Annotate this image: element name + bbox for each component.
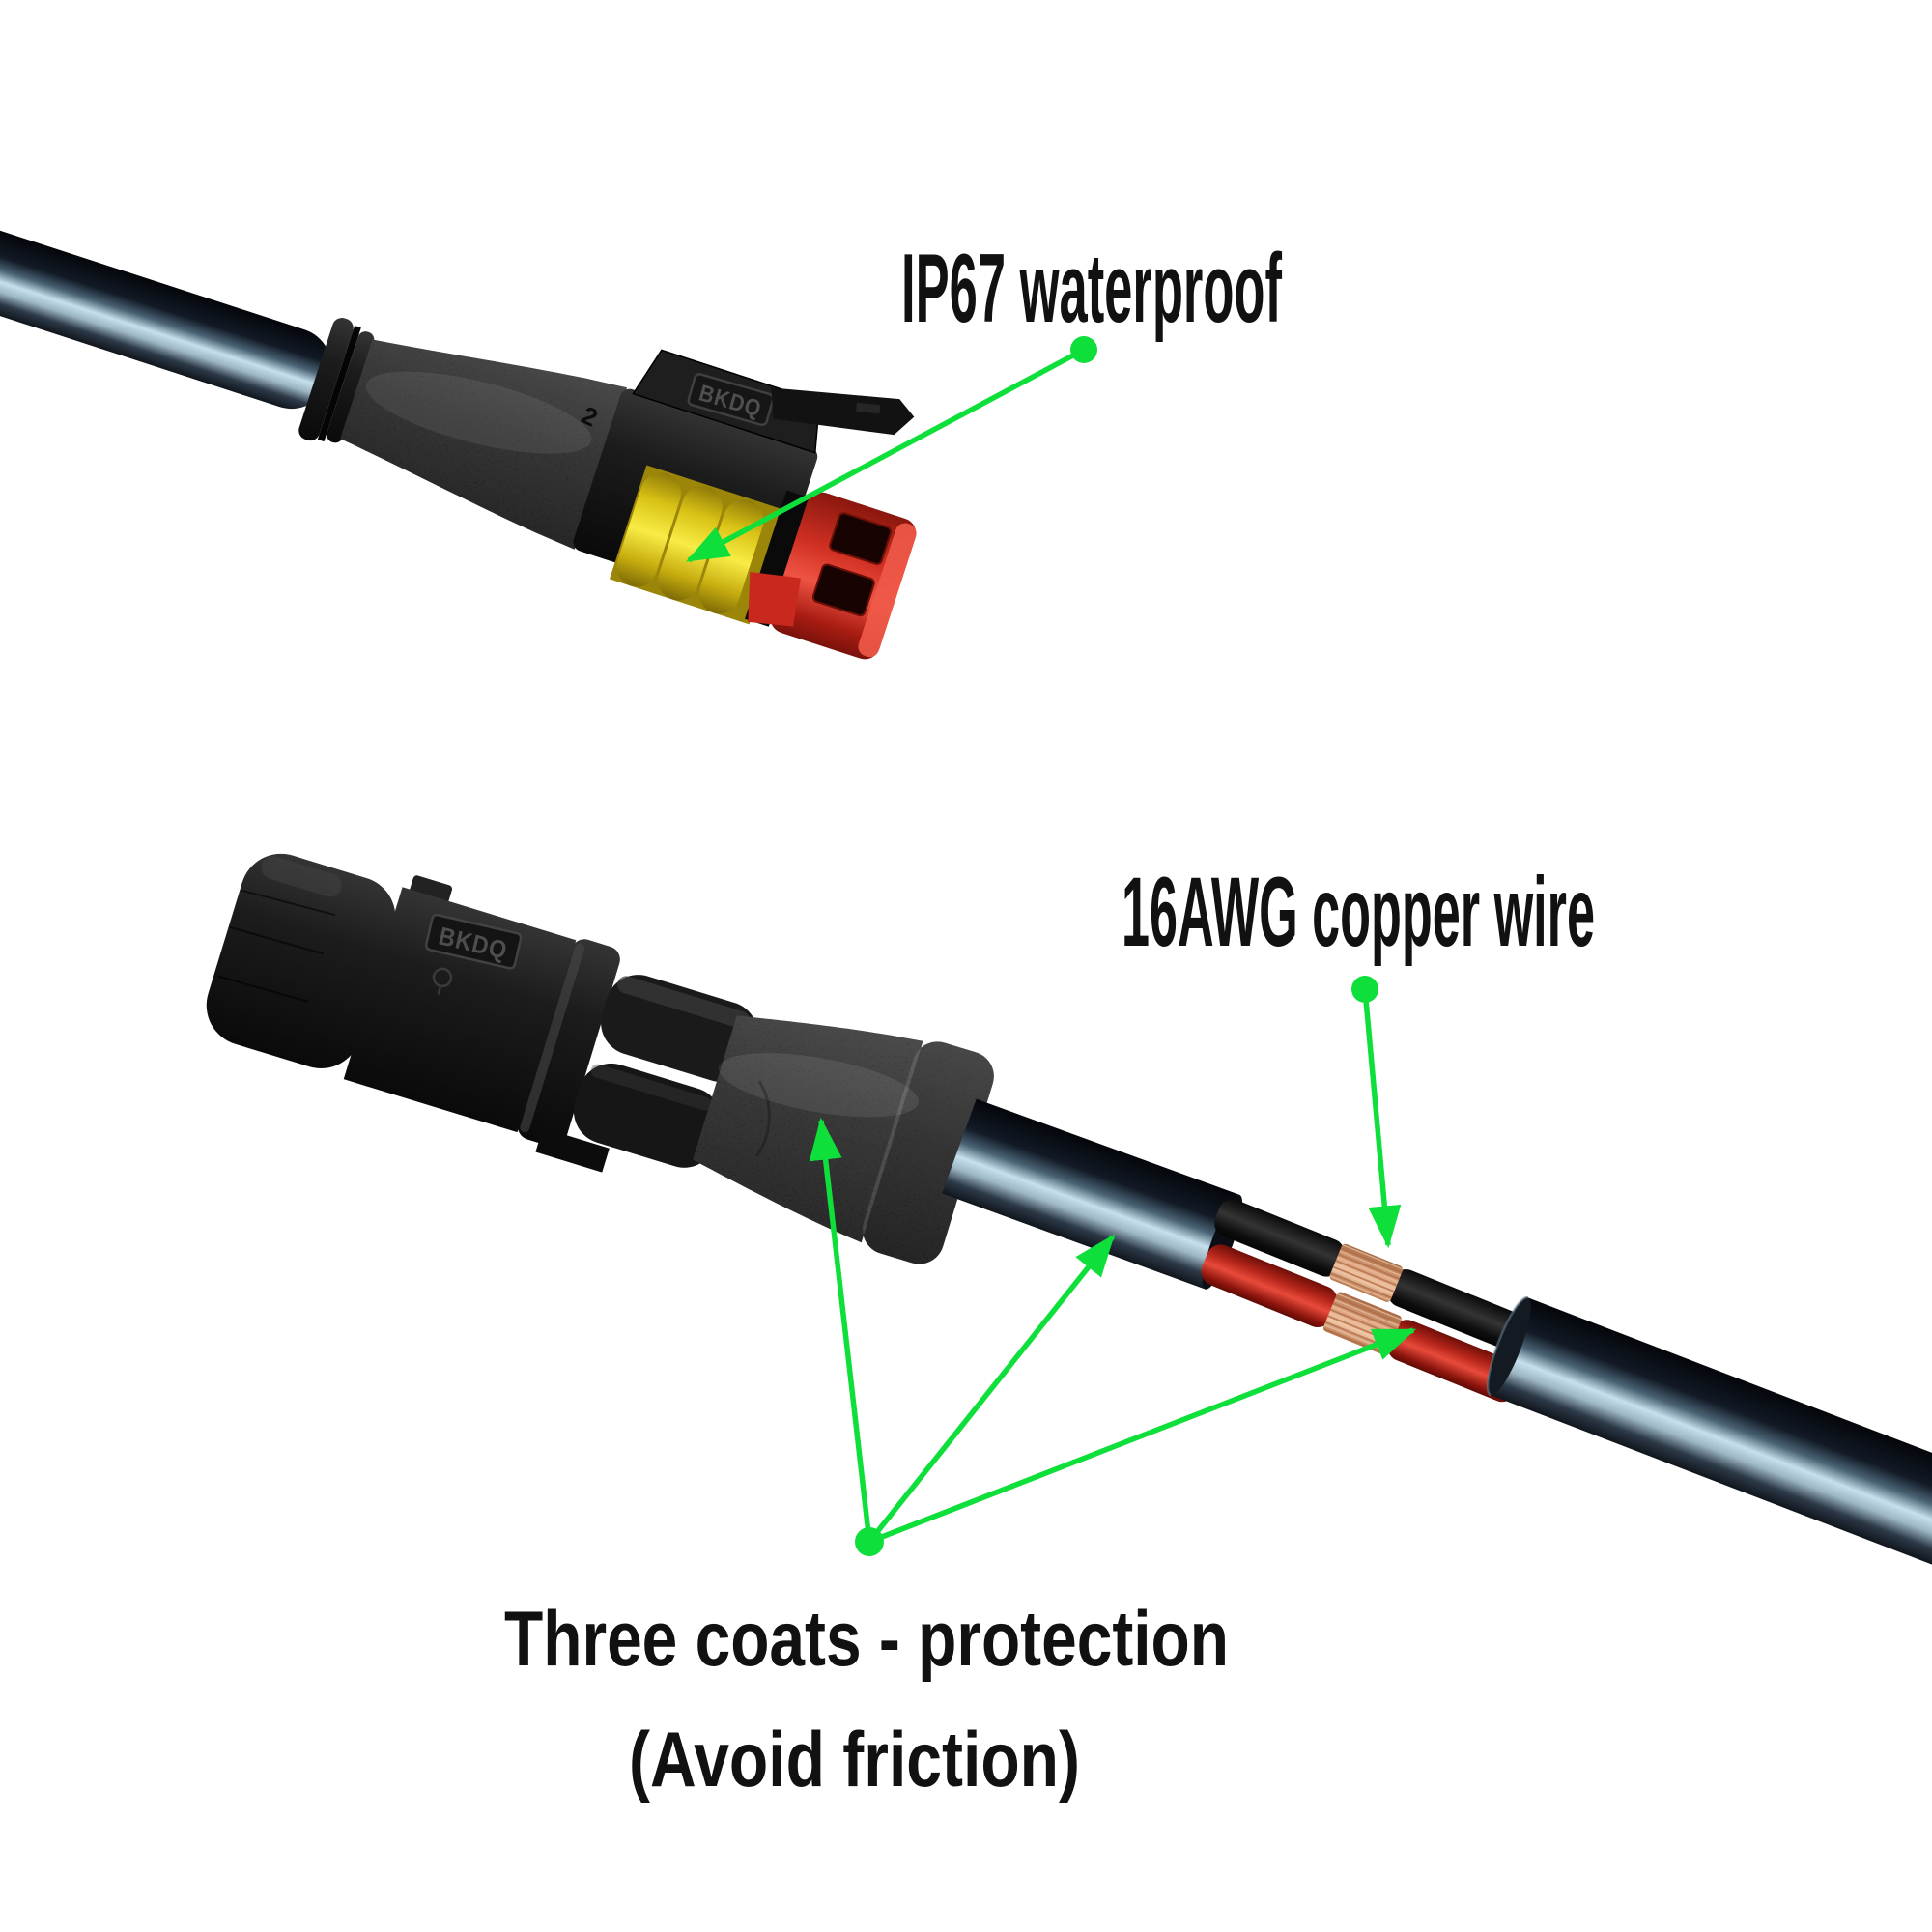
- inner-barrel-lower: [573, 1063, 722, 1168]
- latch-slot: [856, 402, 881, 414]
- middle-boot-sheen: [718, 1053, 919, 1118]
- barrel-sheen-upper: [617, 976, 750, 1029]
- boot-emboss-arc: [754, 1080, 771, 1157]
- sheath-right-cap-rim: [1486, 1295, 1529, 1397]
- collar-ring: [517, 939, 620, 1148]
- brand-plate-frame-middle: [424, 913, 523, 970]
- caption-copper-wire: 16AWG copper wire: [1122, 857, 1595, 967]
- sheath-segment-right: [1489, 1296, 1932, 1589]
- terminal-hole-1: [829, 512, 893, 565]
- middle-collar-texture: [862, 1041, 994, 1264]
- red-terminal-block: [748, 492, 917, 660]
- brand-plate-frame: [687, 373, 775, 427]
- leader-line-coat-wire: [868, 1327, 1417, 1545]
- emboss-symbol: [432, 967, 453, 988]
- barrel-sheen-lower: [590, 1064, 712, 1111]
- sheath-segment-left: [942, 1098, 1240, 1290]
- middle-boot-texture: [693, 1015, 923, 1243]
- annotation-dot-coats: [855, 1527, 884, 1556]
- top-cable: [0, 186, 331, 410]
- cable-flange-outer: [298, 318, 354, 441]
- leader-line-ip67: [686, 347, 1086, 563]
- bottom-notch: [535, 1127, 610, 1173]
- collar-highlight: [520, 943, 585, 1133]
- black-wire-left: [1214, 1199, 1345, 1277]
- seal-rib-1: [616, 472, 682, 587]
- annotation-dot-ip67: [1070, 336, 1097, 363]
- sheath-right-cap: [1488, 1297, 1531, 1396]
- top-connector-assembly: 2 BKDQ: [0, 186, 917, 660]
- rear-cap-highlight: [261, 856, 342, 897]
- caption-ip67: IP67 waterproof: [901, 235, 1282, 343]
- leader-line-coat-sheath: [867, 1234, 1116, 1544]
- inner-barrel-upper: [601, 975, 758, 1082]
- boot-texture: [340, 339, 628, 550]
- lower-cable: [942, 1098, 1932, 1589]
- copper-strands-black: [1329, 1243, 1404, 1302]
- male-rear-cap: [206, 853, 396, 1068]
- terminal-latch-tab: [748, 571, 801, 627]
- leader-line-coat-boot: [809, 1117, 872, 1543]
- caption-coats-line1: Three coats - protection: [504, 1596, 1229, 1683]
- annotation-dot-copper: [1351, 976, 1378, 1003]
- caption-coats-line2: (Avoid friction): [629, 1717, 1080, 1804]
- terminal-hole-2: [811, 563, 875, 617]
- emboss-symbol-stem: [437, 986, 441, 995]
- terminal-face: [858, 523, 917, 658]
- rear-cap-facets: [217, 889, 336, 1004]
- latch-arm: [771, 387, 915, 436]
- sheath-right-group: [1486, 1295, 1932, 1589]
- red-wire-left: [1201, 1244, 1338, 1328]
- annotation-lines: [686, 347, 1417, 1545]
- flange-groove: [317, 326, 361, 442]
- middle-connector-assembly: BKDQ: [206, 853, 994, 1264]
- black-wire-right: [1387, 1268, 1522, 1349]
- leader-line-copper: [1362, 988, 1402, 1249]
- cable-flange-inner: [327, 331, 375, 443]
- boot-sheen: [365, 371, 592, 454]
